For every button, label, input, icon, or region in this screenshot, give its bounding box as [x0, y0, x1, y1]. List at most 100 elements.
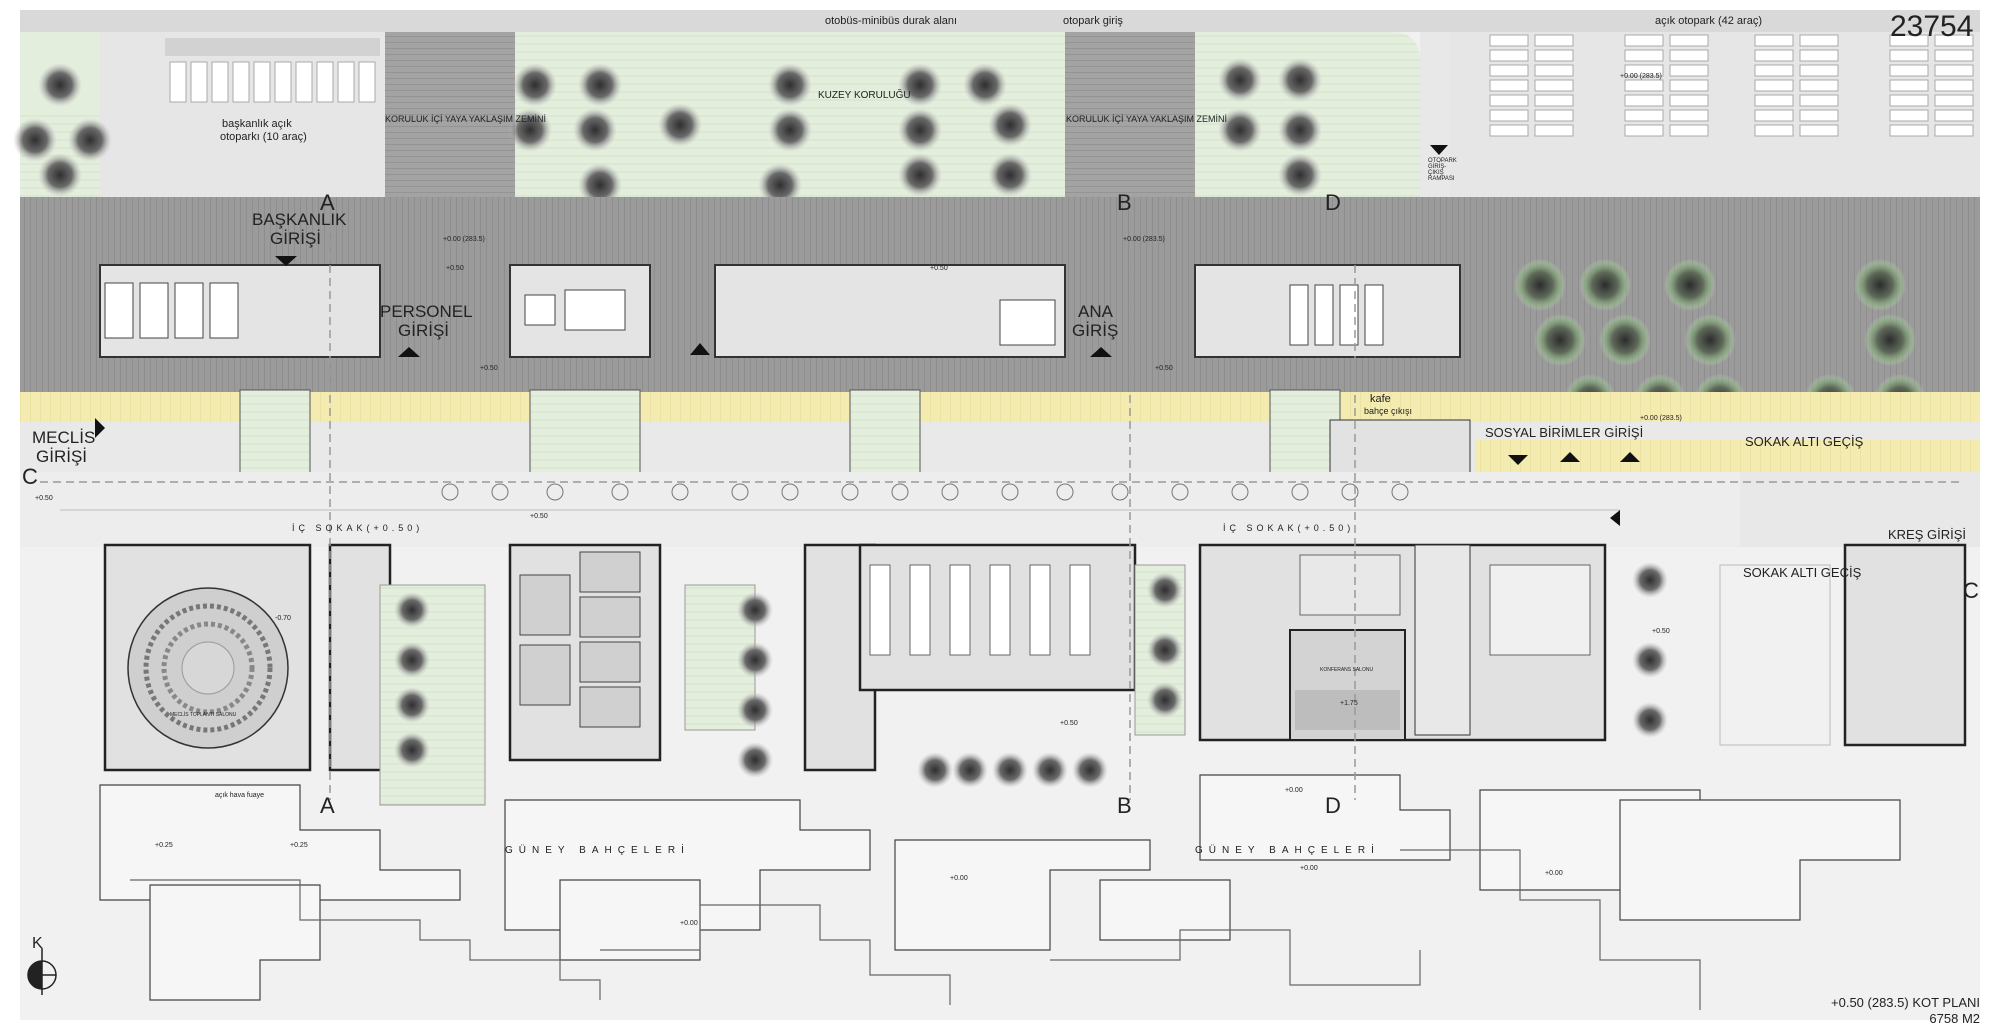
office-desks — [869, 554, 1591, 656]
parking-stall — [1534, 94, 1574, 107]
section-b-top: B — [1117, 190, 1132, 215]
open-foyer-label: açık hava fuaye — [215, 792, 265, 799]
presidency-parking-label-2: otoparkı (10 araç) — [220, 131, 307, 143]
parking-stall — [1489, 49, 1529, 62]
stool — [491, 483, 509, 501]
level-11: +0.50 — [1060, 720, 1078, 727]
tree-icon — [578, 163, 622, 207]
stool — [731, 483, 749, 501]
cafe-label-2: bahçe çıkışı — [1364, 406, 1413, 416]
parking-stall — [1799, 79, 1839, 92]
main-entrance-label-2: GİRİŞ — [1072, 321, 1119, 340]
approach-zone-west — [385, 32, 515, 197]
level-21: +1.75 — [1340, 700, 1358, 707]
stool — [1171, 483, 1189, 501]
parking-stall — [1534, 34, 1574, 47]
tree-icon — [1278, 153, 1322, 197]
conference-hall-label: KONFERANS SALONU — [1320, 667, 1374, 673]
parking-stall — [1889, 34, 1929, 47]
tree-icon — [394, 687, 430, 723]
stool — [1291, 483, 1309, 501]
tree-icon — [13, 118, 57, 162]
section-a-bottom: A — [320, 793, 335, 818]
courtyards-north — [239, 389, 1471, 481]
tree-icon — [38, 153, 82, 197]
parking-stall — [1934, 94, 1974, 107]
approach-zone-label-2: KORULUK İÇİ YAYA YAKLAŞIM ZEMİNİ — [1066, 114, 1228, 124]
presidency-entrance-label-2: GİRİŞİ — [270, 229, 322, 248]
level-14: +0.00 — [680, 920, 698, 927]
project-number: 23754 — [1890, 10, 1974, 43]
parking-entry-label: otopark giriş — [1063, 15, 1123, 27]
section-d-bottom: D — [1325, 793, 1341, 818]
parking-stall — [1889, 49, 1929, 62]
tree-icon — [992, 752, 1028, 788]
level-7: +0.50 — [480, 365, 498, 372]
parking-stall — [1889, 124, 1929, 137]
stool — [611, 483, 629, 501]
parking-stall — [211, 61, 229, 103]
parking-stall — [358, 61, 376, 103]
parking-stall — [316, 61, 334, 103]
parking-stall — [1489, 124, 1529, 137]
tree-icon — [1579, 259, 1631, 311]
open-parking-stalls — [1489, 34, 1974, 137]
tree-icon — [737, 592, 773, 628]
tree-icon — [963, 63, 1007, 107]
parking-stall — [1624, 109, 1664, 122]
tree-icon — [573, 108, 617, 152]
open-parking-label: açık otopark (42 araç) — [1655, 15, 1762, 27]
inner-street-label-1: İÇ SOKAK(+0.50) — [292, 523, 424, 533]
parking-stall — [1754, 94, 1794, 107]
level-13: +0.00 — [950, 875, 968, 882]
parking-stall — [1534, 79, 1574, 92]
tree-icon — [658, 103, 702, 147]
parking-stall — [1624, 34, 1664, 47]
approach-zone-label-1: KORULUK İÇİ YAYA YAKLAŞIM ZEMİNİ — [385, 114, 547, 124]
parking-stall — [1489, 79, 1529, 92]
parking-stall — [1799, 124, 1839, 137]
tree-icon — [1632, 702, 1668, 738]
south-gardens-terraces — [99, 774, 1901, 1001]
tree-icon — [394, 592, 430, 628]
stool — [891, 483, 909, 501]
section-markers — [40, 200, 1960, 800]
tree-icon — [508, 108, 552, 152]
tree-icon — [1599, 314, 1651, 366]
tree-icon — [1514, 259, 1566, 311]
parking-stall — [1489, 34, 1529, 47]
street-furniture — [441, 483, 1409, 501]
tree-icon — [1864, 314, 1916, 366]
level-18: +0.25 — [155, 842, 173, 849]
presidency-parking — [100, 32, 385, 197]
entrance-arrows — [95, 145, 1640, 526]
plan-title: +0.50 (283.5) KOT PLANI — [1831, 995, 1980, 1010]
stool — [781, 483, 799, 501]
level-8: +0.50 — [1155, 365, 1173, 372]
parking-stall — [1669, 64, 1709, 77]
underpass-label-1: SOKAK ALTI GEÇİŞ — [1745, 434, 1864, 449]
south-path — [130, 849, 1701, 1010]
tree-icon — [1072, 752, 1108, 788]
stool — [1391, 483, 1409, 501]
parking-stall — [1754, 34, 1794, 47]
inner-street-label-2: İÇ SOKAK(+0.50) — [1223, 523, 1355, 533]
tree-icon — [952, 752, 988, 788]
parking-stall — [1934, 49, 1974, 62]
parking-stall — [1489, 94, 1529, 107]
parking-stall — [1754, 79, 1794, 92]
council-hall — [127, 587, 289, 749]
parking-stall — [1799, 49, 1839, 62]
parking-stall — [1934, 124, 1974, 137]
tree-icon — [1147, 572, 1183, 608]
conference-hall — [1289, 544, 1471, 741]
parking-stall — [1669, 34, 1709, 47]
social-units-entrance-label: SOSYAL BİRİMLER GİRİŞİ — [1485, 425, 1644, 440]
parking-stall — [190, 61, 208, 103]
stool — [441, 483, 459, 501]
tree-icon — [1664, 259, 1716, 311]
section-b-bottom: B — [1117, 793, 1132, 818]
parking-stall — [1889, 64, 1929, 77]
parking-stall — [1669, 124, 1709, 137]
